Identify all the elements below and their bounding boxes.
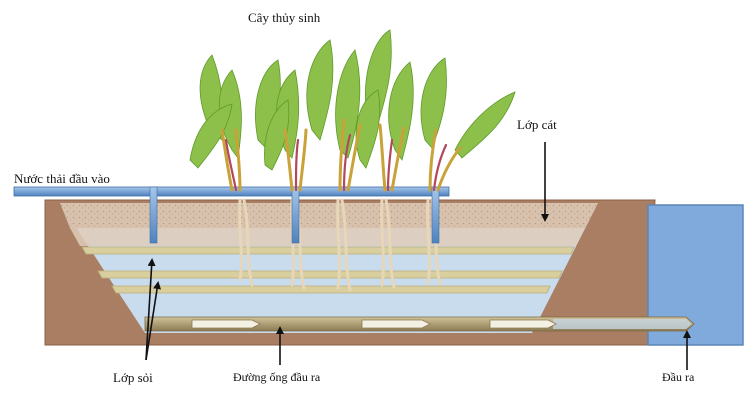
inlet-label: Nước thải đầu vào [14,171,110,186]
flow-arrows [191,319,557,329]
sand-layer [60,203,598,228]
plant-icon [189,29,516,192]
gravel-arrow-2 [145,281,162,361]
arrow-icon [145,142,691,370]
outlet-pipe-label: Đường ống đầu ra [233,370,321,384]
outlet-label: Đầu ra [662,370,695,384]
sand-layer-label: Lớp cát [517,117,557,132]
plants-label: Cây thủy sinh [248,10,321,25]
inlet-drops [149,186,440,244]
gravel-bands [81,246,575,294]
gravel-arrow-1 [145,258,156,361]
gravel-layer-label: Lớp sỏi [113,370,153,385]
sand-layer-lower [70,228,585,246]
